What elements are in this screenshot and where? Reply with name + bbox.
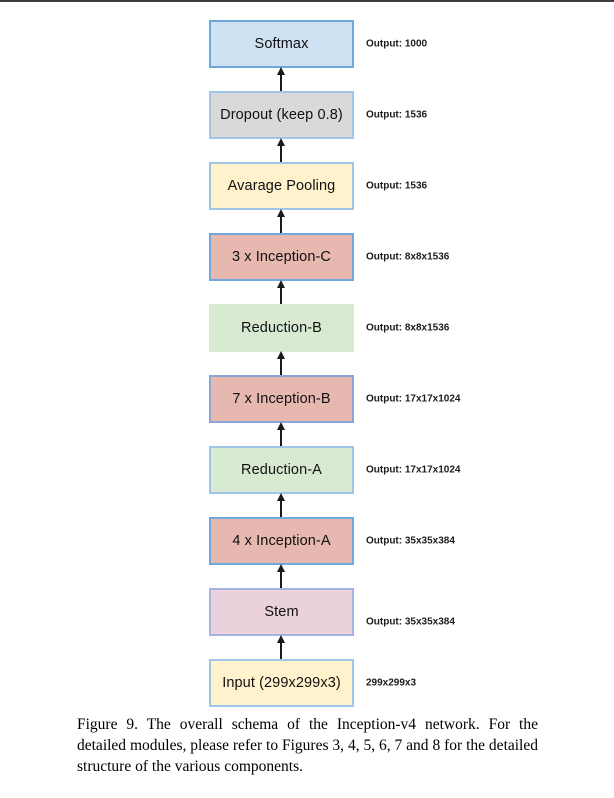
- node-reduction-b: Reduction-B: [209, 304, 354, 352]
- output-annotation-reduction-a: Output: 17x17x1024: [366, 464, 461, 476]
- arrowhead-up-icon: [277, 67, 285, 75]
- output-annotation-softmax: Output: 1000: [366, 38, 428, 50]
- output-annotation-7-x-inception-b: Output: 17x17x1024: [366, 393, 461, 405]
- output-annotation-dropout-keep-0-8: Output: 1536: [366, 109, 428, 121]
- arrowhead-up-icon: [277, 280, 285, 288]
- arrow-shaft: [280, 358, 282, 375]
- output-annotation-reduction-b: Output: 8x8x1536: [366, 322, 450, 334]
- node-3-x-inception-c: 3 x Inception-C: [209, 233, 354, 281]
- arrow-shaft: [280, 145, 282, 162]
- arrowhead-up-icon: [277, 493, 285, 501]
- arrowhead-up-icon: [277, 564, 285, 572]
- arrow-shaft: [280, 429, 282, 446]
- node-stem: Stem: [209, 588, 354, 636]
- arrow-shaft: [280, 287, 282, 304]
- output-annotation-input-299x299x3: 299x299x3: [366, 677, 417, 689]
- arrowhead-up-icon: [277, 351, 285, 359]
- arrow-shaft: [280, 642, 282, 659]
- node-7-x-inception-b: 7 x Inception-B: [209, 375, 354, 423]
- arrow-shaft: [280, 74, 282, 91]
- output-annotation-4-x-inception-a: Output: 35x35x384: [366, 535, 455, 547]
- arrow-shaft: [280, 216, 282, 233]
- output-annotation-avarage-pooling: Output: 1536: [366, 180, 428, 192]
- node-avarage-pooling: Avarage Pooling: [209, 162, 354, 210]
- page-top-border: [0, 0, 614, 2]
- arrowhead-up-icon: [277, 635, 285, 643]
- node-4-x-inception-a: 4 x Inception-A: [209, 517, 354, 565]
- arrow-shaft: [280, 571, 282, 588]
- arrow-shaft: [280, 500, 282, 517]
- node-reduction-a: Reduction-A: [209, 446, 354, 494]
- node-input-299x299x3: Input (299x299x3): [209, 659, 354, 707]
- node-softmax: Softmax: [209, 20, 354, 68]
- node-dropout-keep-0-8: Dropout (keep 0.8): [209, 91, 354, 139]
- arrowhead-up-icon: [277, 422, 285, 430]
- output-annotation-3-x-inception-c: Output: 8x8x1536: [366, 251, 450, 263]
- output-annotation-stem: Output: 35x35x384: [366, 616, 455, 628]
- arrowhead-up-icon: [277, 138, 285, 146]
- figure-caption: Figure 9. The overall schema of the Ince…: [77, 716, 538, 775]
- arrowhead-up-icon: [277, 209, 285, 217]
